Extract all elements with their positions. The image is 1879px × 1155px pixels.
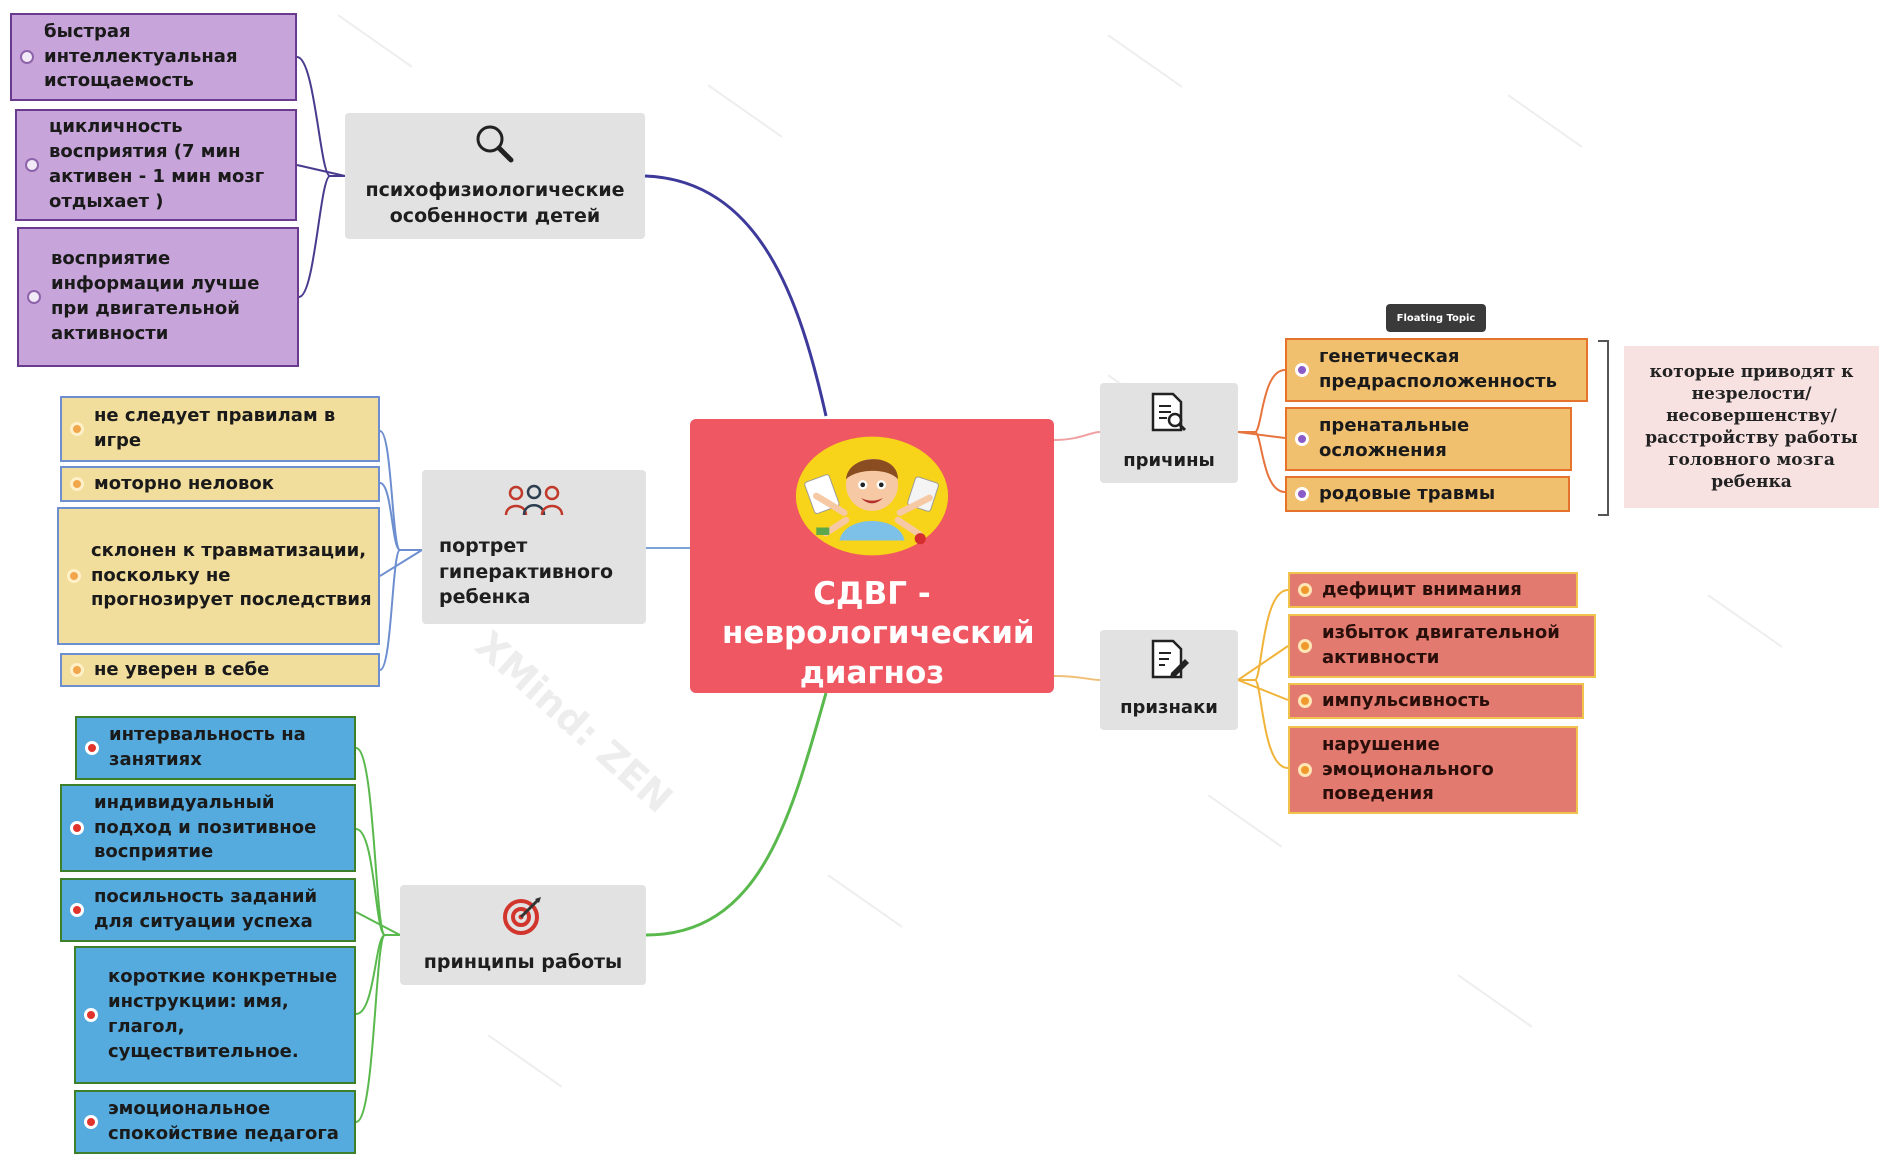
central-topic-title: СДВГ - неврологический диагноз <box>722 575 1035 691</box>
branch-causes[interactable]: причины <box>1100 383 1238 483</box>
people-group-icon <box>504 483 564 526</box>
branch-principles[interactable]: принципы работы <box>400 885 646 985</box>
branch-signs[interactable]: признаки <box>1100 630 1238 730</box>
bullet-marker-icon <box>1295 487 1309 501</box>
central-topic[interactable]: СДВГ - неврологический диагноз <box>690 419 1054 693</box>
bullet-marker-icon <box>84 1115 98 1129</box>
branch-portrait[interactable]: портрет гиперактивного ребенка <box>422 470 646 624</box>
link-center-psycho <box>644 174 828 417</box>
link-psycho-3 <box>298 175 345 298</box>
bullet-marker-icon <box>1295 363 1309 377</box>
bullet-marker-icon <box>70 903 84 917</box>
link-portrait-2 <box>379 482 422 551</box>
floating-topic-label: Floating Topic <box>1386 304 1486 332</box>
link-principles-2 <box>355 828 400 936</box>
list-item[interactable]: быстрая интеллектуальная истощаемость <box>10 13 297 101</box>
branch-psycho[interactable]: психофизиологические особенности детей <box>345 113 645 239</box>
link-signs-2 <box>1237 645 1289 681</box>
link-psycho-2 <box>296 164 346 177</box>
link-signs-4 <box>1238 679 1289 769</box>
branch-signs-label: признаки <box>1120 697 1218 719</box>
target-icon <box>501 895 545 942</box>
link-signs-3 <box>1237 679 1289 701</box>
link-portrait-3 <box>379 549 423 577</box>
list-item[interactable]: не уверен в себе <box>60 653 380 687</box>
list-item[interactable]: восприятие информации лучше при двигател… <box>17 227 299 367</box>
bullet-marker-icon <box>25 158 39 172</box>
bullet-marker-icon <box>84 1008 98 1022</box>
link-center-signs <box>1053 675 1101 681</box>
bullet-marker-icon <box>27 290 41 304</box>
list-item[interactable]: импульсивность <box>1288 683 1584 719</box>
link-psycho-1 <box>296 56 345 177</box>
list-item[interactable]: избыток двигательной активности <box>1288 614 1596 678</box>
bullet-marker-icon <box>1298 694 1312 708</box>
link-center-causes <box>1053 431 1101 441</box>
bullet-marker-icon <box>70 422 84 436</box>
list-item[interactable]: склонен к травматизации, поскольку не пр… <box>57 507 380 645</box>
bullet-marker-icon <box>70 663 84 677</box>
link-principles-5 <box>355 934 400 1123</box>
document-search-icon <box>1149 392 1189 441</box>
document-pen-icon <box>1149 639 1189 688</box>
link-causes-3 <box>1238 431 1286 493</box>
magnifier-icon <box>473 123 517 170</box>
list-item[interactable]: эмоциональное спокойствие педагога <box>74 1090 356 1154</box>
bullet-marker-icon <box>1295 432 1309 446</box>
summary-bracket <box>1598 340 1609 516</box>
bullet-marker-icon <box>85 741 99 755</box>
link-center-principles <box>645 692 828 937</box>
list-item[interactable]: родовые травмы <box>1285 476 1570 512</box>
list-item[interactable]: нарушение эмоционального поведения <box>1288 726 1578 814</box>
bullet-marker-icon <box>70 821 84 835</box>
list-item[interactable]: короткие конкретные инструкции: имя, гла… <box>74 946 356 1084</box>
link-causes-1 <box>1238 369 1286 433</box>
branch-psycho-label: психофизиологические особенности детей <box>365 178 625 227</box>
bullet-marker-icon <box>67 569 81 583</box>
bullet-marker-icon <box>1298 763 1312 777</box>
bullet-marker-icon <box>20 50 34 64</box>
summary-note[interactable]: которые приводят к незрелости/ несоверше… <box>1624 346 1879 508</box>
list-item[interactable]: не следует правилам в игре <box>60 396 380 462</box>
list-item[interactable]: моторно неловок <box>60 466 380 502</box>
list-item[interactable]: индивидуальный подход и позитивное воспр… <box>60 784 356 872</box>
bullet-marker-icon <box>1298 583 1312 597</box>
hyperactive-boy-illustration <box>795 436 949 556</box>
branch-causes-label: причины <box>1123 450 1215 472</box>
list-item[interactable]: пренатальные осложнения <box>1285 407 1572 471</box>
branch-portrait-label: портрет гиперактивного ребенка <box>439 535 614 609</box>
branch-principles-label: принципы работы <box>423 950 623 973</box>
list-item[interactable]: посильность заданий для ситуации успеха <box>60 878 356 942</box>
list-item[interactable]: цикличность восприятия (7 мин активен - … <box>15 109 297 221</box>
bullet-marker-icon <box>70 477 84 491</box>
bullet-marker-icon <box>1298 639 1312 653</box>
link-signs-1 <box>1238 589 1289 681</box>
link-portrait-4 <box>379 549 422 671</box>
list-item[interactable]: дефицит внимания <box>1288 572 1578 608</box>
list-item[interactable]: интервальность на занятиях <box>75 716 356 780</box>
list-item[interactable]: генетическая предрасположенность <box>1285 338 1588 402</box>
link-principles-3 <box>355 911 401 936</box>
